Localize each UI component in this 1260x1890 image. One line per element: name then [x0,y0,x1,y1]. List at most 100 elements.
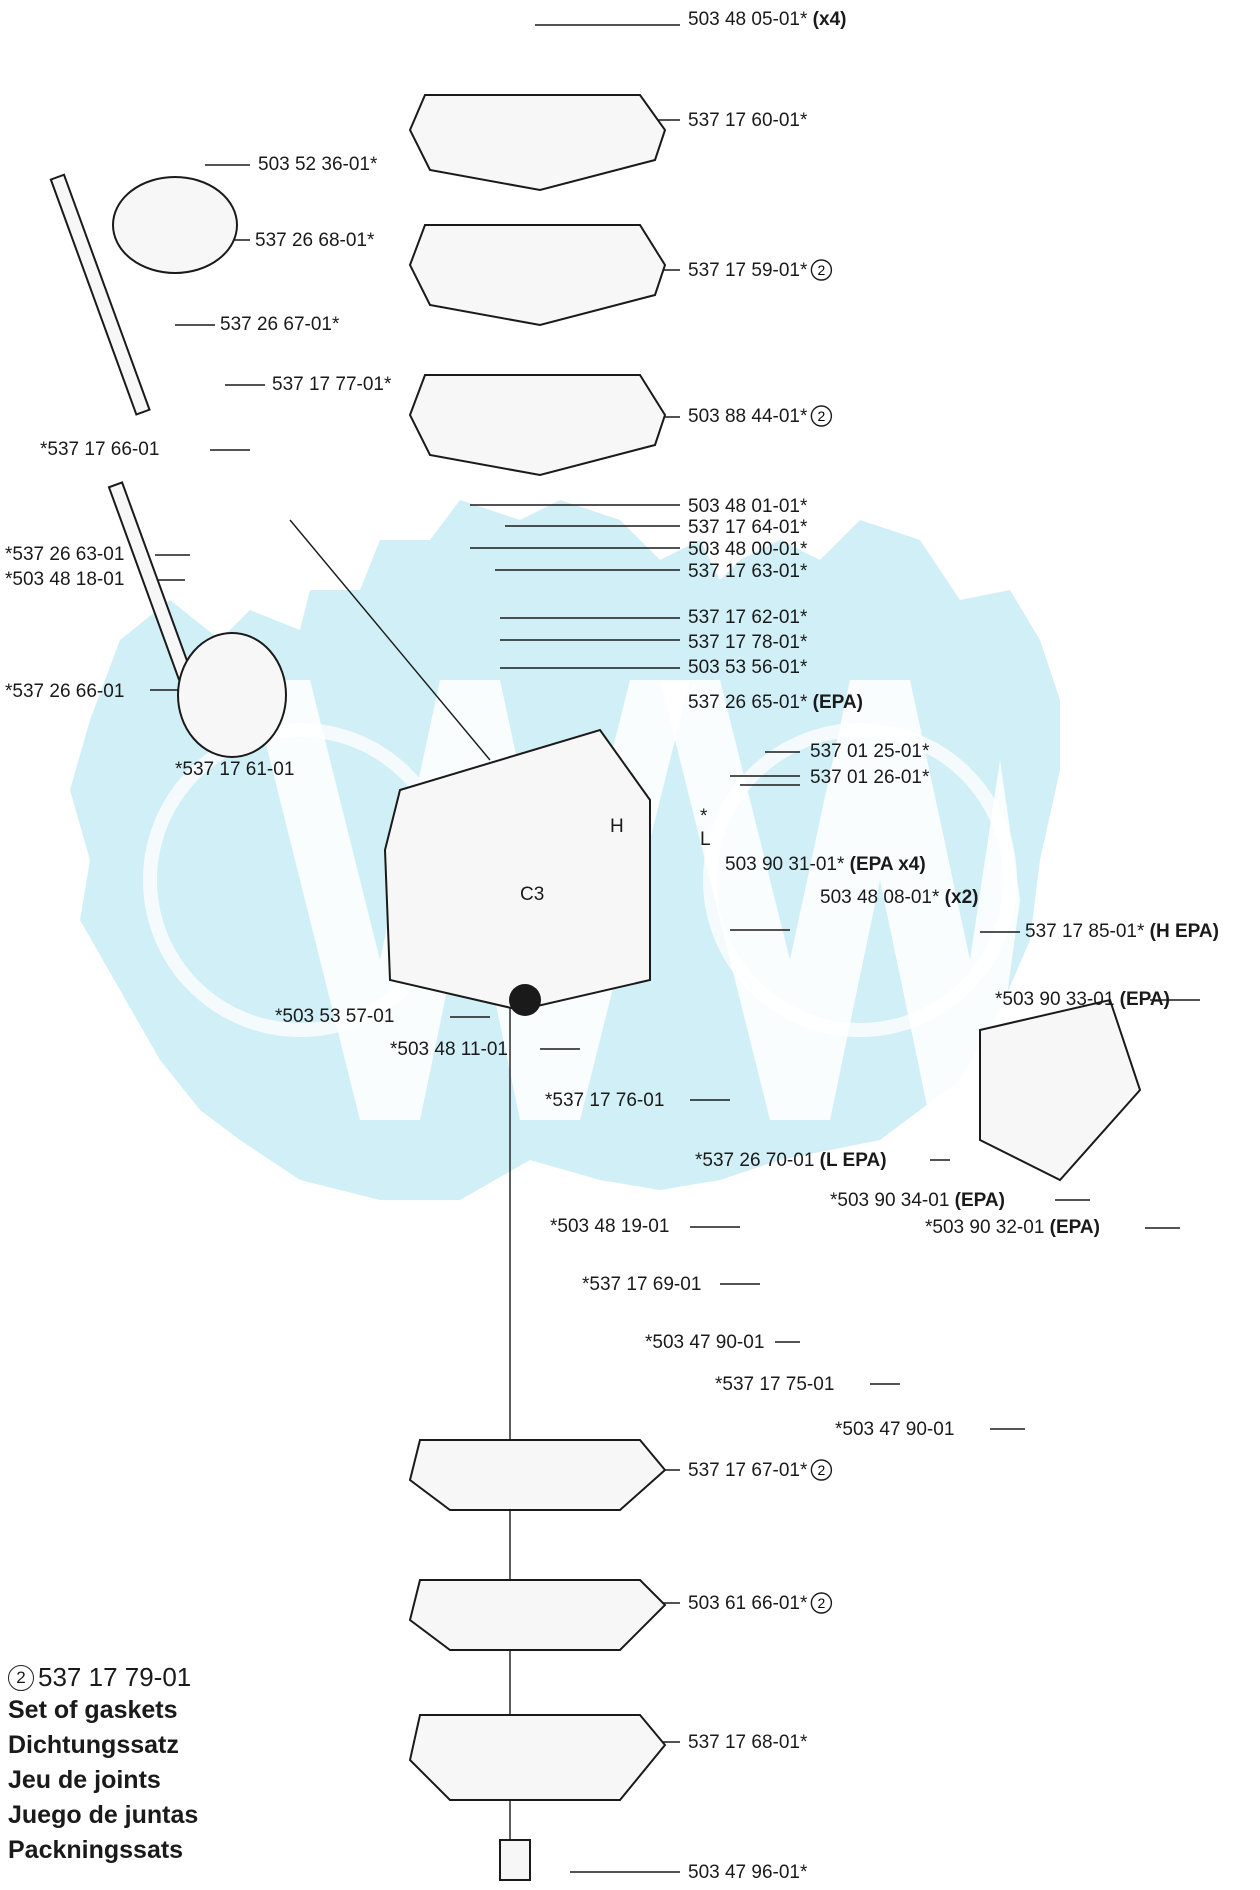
part-number-text: 503 48 08-01* [820,887,940,908]
reference-circle-icon [810,259,833,281]
throttle-shaft-part [49,173,151,416]
reference-circle-icon [810,1592,833,1614]
part-number-label: 537 26 68-01* [255,230,375,251]
part-qualifier-text: (EPA) [949,1190,1005,1211]
part-number-label: *503 47 90-01 [645,1332,764,1353]
part-qualifier-text: (EPA) [1044,1217,1100,1238]
part-number-text: *503 47 90-01 [645,1332,764,1353]
part-number-label: *503 90 32-01 (EPA) [925,1217,1100,1238]
part-number-text: 503 47 96-01* [688,1862,808,1883]
part-number-label: 503 88 44-01* [688,406,808,427]
reference-circle-icon [810,405,833,427]
pump-diaphragm-part [408,224,667,327]
part-number-label: 503 47 96-01* [688,1862,808,1883]
part-number-label: *537 17 69-01 [582,1274,701,1295]
part-qualifier-text: (EPA x4) [844,854,925,875]
part-number-label: *537 17 61-01 [175,759,294,780]
reference-circle-icon [810,1459,833,1481]
part-number-text: *503 47 90-01 [835,1419,954,1440]
metering-cover-part [408,1714,667,1801]
part-number-text: *503 48 19-01 [550,1216,669,1237]
part-number-text: 537 17 68-01* [688,1732,808,1753]
part-number-label: 503 48 05-01* (x4) [688,9,846,30]
adjustment-cap-holder-part [979,998,1142,1182]
parts-artwork [49,94,1142,1881]
part-number-label: 537 17 85-01* (H EPA) [1025,921,1219,942]
part-number-label: 537 17 59-01* [688,260,808,281]
part-number-label: 537 01 25-01* [810,741,930,762]
part-number-label: 503 52 36-01* [258,154,378,175]
part-number-text: 537 17 77-01* [272,374,392,395]
part-number-text: 537 17 62-01* [688,607,808,628]
part-number-label: 537 17 68-01* [688,1732,808,1753]
part-number-text: 503 48 00-01* [688,539,808,560]
part-number-label: 537 17 67-01* [688,1460,808,1481]
part-number-label: *503 48 19-01 [550,1216,669,1237]
reference-circle-number: 2 [817,1462,825,1478]
part-number-text: 537 01 25-01* [810,741,930,762]
part-number-label: 537 26 65-01* (EPA) [688,692,863,713]
part-number-label: *503 90 33-01 (EPA) [995,989,1170,1010]
carburetor-body-part [383,728,651,1012]
part-number-label: *503 47 90-01 [835,1419,954,1440]
gasket-set-title-es: Juego de juntas [8,1801,199,1829]
part-number-label: 503 90 31-01* (EPA x4) [725,854,926,875]
part-number-label: *537 17 66-01 [40,439,159,460]
gasket-set-title-fr: Jeu de joints [8,1766,161,1794]
part-number-text: *537 17 75-01 [715,1374,834,1395]
part-number-text: *537 26 66-01 [5,681,124,702]
part-number-text: 537 26 65-01* [688,692,808,713]
part-number-label: 503 48 01-01* [688,496,808,517]
part-number-text: 503 53 56-01* [688,657,808,678]
cover-screw-part [499,1839,531,1881]
part-number-label: *503 48 11-01 [390,1039,508,1060]
part-number-text: 503 52 36-01* [258,154,378,175]
part-qualifier-text: (EPA) [1114,989,1170,1010]
part-number-text: *503 48 11-01 [390,1039,508,1060]
part-number-label: 537 17 77-01* [272,374,392,395]
leader-lines [150,24,1200,1873]
part-number-label: 503 53 56-01* [688,657,808,678]
part-number-label: *503 48 18-01 [5,569,124,590]
part-number-text: * [700,806,708,827]
part-number-label: 503 48 00-01* [688,539,808,560]
part-qualifier-text: (x4) [807,9,846,30]
part-number-text: 537 17 78-01* [688,632,808,653]
reference-circle-number: 2 [817,262,825,278]
choke-valve-part [177,632,287,758]
plug-part [509,984,541,1016]
diaphragm-cover-part [408,94,667,192]
part-qualifier-text: (EPA) [807,692,863,713]
part-number-text: 537 17 63-01* [688,561,808,582]
part-number-text: 503 61 66-01* [688,1593,808,1614]
part-number-text: 503 48 01-01* [688,496,808,517]
part-number-label: *503 90 34-01 (EPA) [830,1190,1005,1211]
part-number-text: 537 26 68-01* [255,230,375,251]
part-number-text: 537 17 64-01* [688,517,808,538]
part-number-label: *537 17 75-01 [715,1374,834,1395]
part-number-text: 537 26 67-01* [220,314,340,335]
part-number-text: *503 53 57-01 [275,1006,394,1027]
part-labels: 503 48 05-01* (x4) 537 17 60-01* 503 52 36… [5,9,1219,1883]
part-number-label: 537 17 60-01* [688,110,808,131]
part-number-text: 537 17 60-01* [688,110,808,131]
part-number-label: 537 17 63-01* [688,561,808,582]
part-number-text: *503 48 18-01 [5,569,124,590]
body-marking-L: L [700,829,711,850]
body-marking-H: H [610,816,624,837]
part-number-text: *537 26 70-01 [695,1150,814,1171]
part-number-label: *503 53 57-01 [275,1006,394,1027]
part-qualifier-text: (x2) [939,887,978,908]
part-number-label: 537 17 62-01* [688,607,808,628]
part-number-label: *537 17 76-01 [545,1090,664,1111]
part-number-text: *537 17 69-01 [582,1274,701,1295]
part-number-text: 537 17 59-01* [688,260,808,281]
part-number-label: 503 61 66-01* [688,1593,808,1614]
part-number-label: 537 26 67-01* [220,314,340,335]
part-number-text: 503 88 44-01* [688,406,808,427]
part-number-text: *503 90 34-01 [830,1190,949,1211]
gasket-set-number-row: 2 537 17 79-01 [8,1662,268,1693]
part-qualifier-text: (H EPA) [1144,921,1219,942]
part-number-text: 503 90 31-01* [725,854,845,875]
